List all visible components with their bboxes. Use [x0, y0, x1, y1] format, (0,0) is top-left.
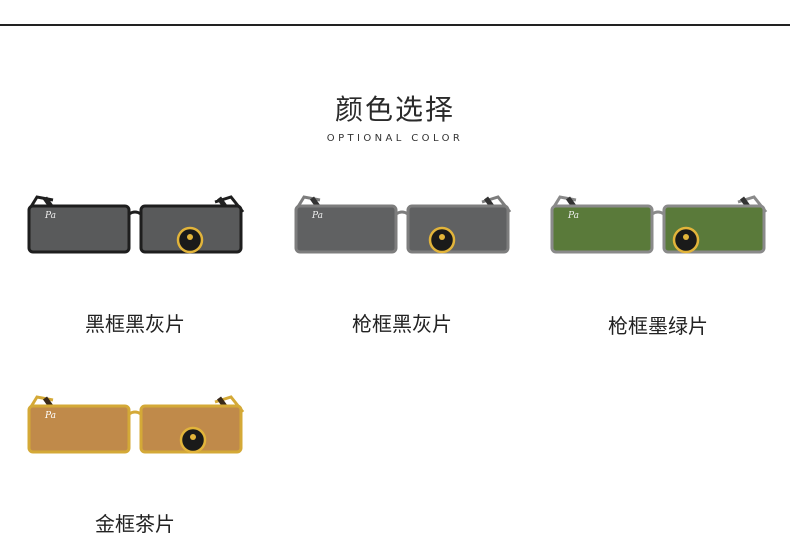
section-title: 颜色选择: [334, 93, 455, 126]
sunglasses-icon: Pa: [550, 195, 768, 254]
svg-text:Pa: Pa: [44, 211, 56, 221]
sunglasses-icon: Pa: [27, 195, 245, 254]
sunglasses-icon: Pa: [27, 395, 245, 454]
option-label: 黑框黑灰片: [85, 312, 185, 336]
option-label: 枪框墨绿片: [608, 314, 708, 338]
color-option-gold-frame-tea-lens[interactable]: Pa 金框茶片: [15, 390, 255, 540]
section-subtitle: OPTIONAL COLOR: [326, 133, 464, 144]
color-option-gun-frame-green-lens[interactable]: Pa 枪框墨绿片: [538, 190, 778, 340]
option-label: 金框茶片: [95, 512, 175, 536]
svg-text:Pa: Pa: [567, 211, 579, 221]
top-divider: [0, 24, 790, 26]
svg-text:Pa: Pa: [44, 411, 56, 421]
sunglasses-icon: Pa: [294, 195, 512, 254]
svg-text:Pa: Pa: [311, 211, 323, 221]
option-label: 枪框黑灰片: [352, 312, 452, 336]
color-option-black-frame-grey-lens[interactable]: Pa 黑框黑灰片: [15, 190, 255, 340]
color-option-gun-frame-grey-lens[interactable]: Pa 枪框黑灰片: [282, 190, 522, 340]
